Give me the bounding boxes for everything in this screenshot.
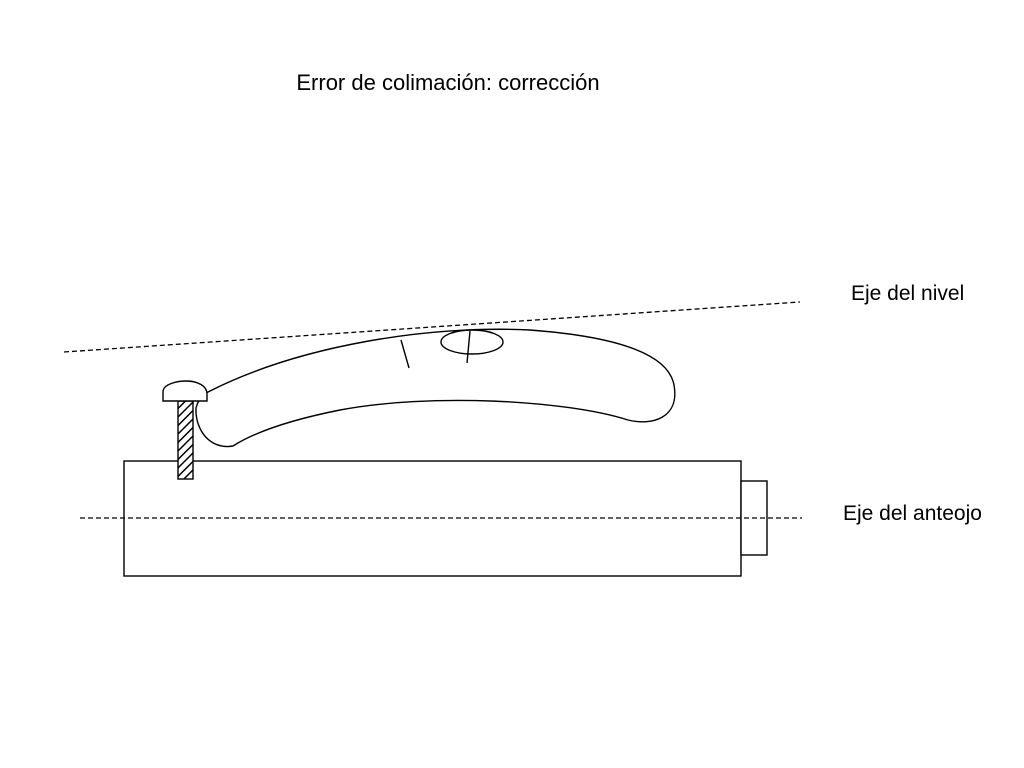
screw-head [162, 380, 208, 402]
screw-shaft [177, 400, 194, 480]
adjusting-screw [162, 380, 208, 480]
telescope-axis-label: Eje del anteojo [843, 502, 982, 525]
page-title: Error de colimación: corrección [296, 70, 600, 95]
level-mark-right [466, 330, 471, 364]
level-axis-line [63, 301, 801, 353]
level-bubble [440, 329, 504, 355]
level-axis-label: Eje del nivel [851, 282, 965, 305]
spirit-level-vial [195, 328, 676, 448]
level-mark-left [400, 339, 410, 369]
